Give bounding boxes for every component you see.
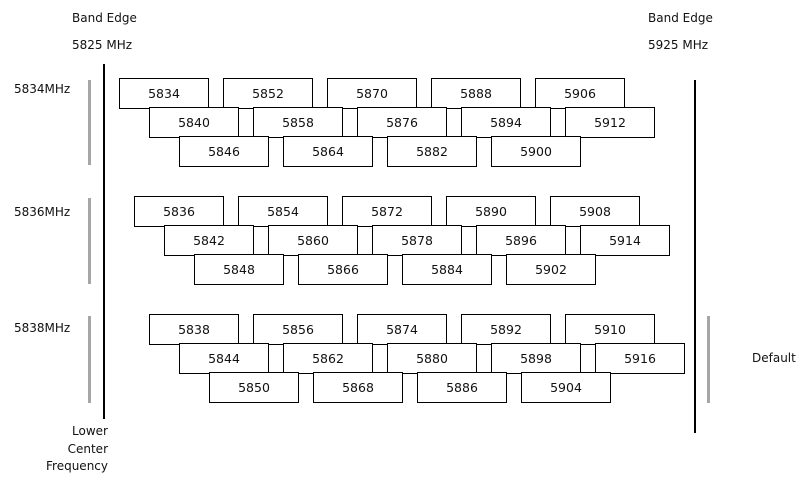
channel-box: 5870 bbox=[327, 78, 417, 109]
group-bar-2 bbox=[88, 316, 91, 403]
channel-box: 5860 bbox=[268, 225, 358, 256]
lower-label-line-3: Frequency bbox=[46, 459, 108, 473]
channel-box: 5886 bbox=[417, 372, 507, 403]
lower-label-line-2: Center bbox=[67, 442, 108, 456]
channel-box: 5874 bbox=[357, 314, 447, 345]
channel-box: 5848 bbox=[194, 254, 284, 285]
channel-box: 5854 bbox=[238, 196, 328, 227]
default-bar bbox=[707, 316, 710, 403]
channel-box: 5868 bbox=[313, 372, 403, 403]
channel-box: 5834 bbox=[119, 78, 209, 109]
default-label: Default bbox=[752, 351, 796, 365]
channel-box: 5852 bbox=[223, 78, 313, 109]
channel-box: 5902 bbox=[506, 254, 596, 285]
group-bar-1 bbox=[88, 198, 91, 284]
group-label-0: 5834MHz bbox=[14, 82, 71, 96]
channel-box: 5910 bbox=[565, 314, 655, 345]
channel-box: 5906 bbox=[535, 78, 625, 109]
channel-box: 5908 bbox=[550, 196, 640, 227]
band-edge-right-title: Band Edge bbox=[648, 11, 713, 25]
channel-box: 5842 bbox=[164, 225, 254, 256]
channel-box: 5888 bbox=[431, 78, 521, 109]
channel-box: 5872 bbox=[342, 196, 432, 227]
lower-band-edge-line bbox=[103, 64, 105, 419]
channel-box: 5866 bbox=[298, 254, 388, 285]
channel-box: 5904 bbox=[521, 372, 611, 403]
channel-box: 5856 bbox=[253, 314, 343, 345]
channel-box: 5840 bbox=[149, 107, 239, 138]
channel-box: 5882 bbox=[387, 136, 477, 167]
lower-label-line-1: Lower bbox=[72, 424, 108, 438]
channel-box: 5914 bbox=[580, 225, 670, 256]
channel-box: 5884 bbox=[402, 254, 492, 285]
band-edge-left-title: Band Edge bbox=[72, 11, 137, 25]
channel-box: 5896 bbox=[476, 225, 566, 256]
channel-box: 5876 bbox=[357, 107, 447, 138]
channel-box: 5898 bbox=[491, 343, 581, 374]
channel-box: 5900 bbox=[491, 136, 581, 167]
channel-box: 5890 bbox=[446, 196, 536, 227]
channel-box: 5878 bbox=[372, 225, 462, 256]
channel-box: 5846 bbox=[179, 136, 269, 167]
channel-box: 5844 bbox=[179, 343, 269, 374]
band-edge-left-freq: 5825 MHz bbox=[72, 38, 133, 52]
group-label-2: 5838MHz bbox=[14, 321, 71, 335]
channel-box: 5836 bbox=[134, 196, 224, 227]
band-edge-right-freq: 5925 MHz bbox=[648, 38, 709, 52]
channel-box: 5880 bbox=[387, 343, 477, 374]
group-label-1: 5836MHz bbox=[14, 205, 71, 219]
channel-box: 5912 bbox=[565, 107, 655, 138]
channel-box: 5858 bbox=[253, 107, 343, 138]
channel-box: 5850 bbox=[209, 372, 299, 403]
channel-box: 5916 bbox=[595, 343, 685, 374]
channel-box: 5864 bbox=[283, 136, 373, 167]
upper-band-edge-line bbox=[694, 80, 696, 433]
channel-box: 5894 bbox=[461, 107, 551, 138]
channel-box: 5862 bbox=[283, 343, 373, 374]
channel-box: 5838 bbox=[149, 314, 239, 345]
channel-box: 5892 bbox=[461, 314, 551, 345]
group-bar-0 bbox=[88, 80, 91, 165]
